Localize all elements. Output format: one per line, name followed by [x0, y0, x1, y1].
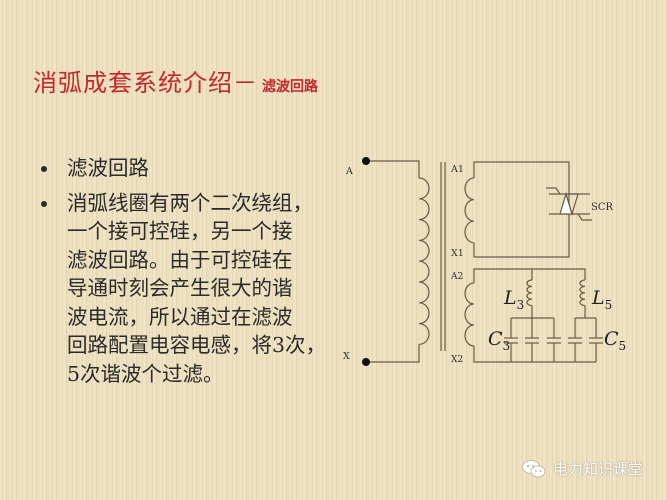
- label-l5: L5: [591, 287, 612, 312]
- bullet-item: 滤波回路: [38, 154, 338, 183]
- title-main: 消弧成套系统介绍－: [33, 69, 258, 97]
- label-c5: C5: [604, 328, 626, 353]
- label-x: X: [343, 351, 350, 362]
- bullet-dot-icon: [41, 200, 47, 207]
- bullet-list: 滤波回路 消弧线圈有两个二次绕组， 一个接可控硅，另一个接 滤波回路。由于可控硅…: [38, 154, 338, 394]
- watermark: 电力知识课堂: [521, 458, 643, 479]
- label-scr: SCR: [591, 202, 614, 213]
- bullet-text: 消弧线圈有两个二次绕组， 一个接可控硅，另一个接 滤波回路。由于可控硅在 导通时…: [67, 190, 327, 386]
- bullet-item: 消弧线圈有两个二次绕组， 一个接可控硅，另一个接 滤波回路。由于可控硅在 导通时…: [38, 189, 338, 389]
- capacitor: [525, 318, 539, 362]
- wechat-icon: [522, 459, 546, 477]
- capacitor: [589, 318, 603, 362]
- label-a: A: [345, 166, 353, 177]
- label-c3: C3: [488, 328, 510, 353]
- title-sub: 滤波回路: [262, 79, 318, 95]
- bullet-dot-icon: [41, 166, 47, 172]
- label-a2: A2: [450, 272, 463, 282]
- secondary-winding-2: [464, 268, 603, 363]
- capacitor: [568, 318, 582, 362]
- terminal-x-dot: [362, 358, 370, 366]
- label-x2: X2: [451, 355, 463, 365]
- watermark-text: 电力知识课堂: [553, 460, 644, 478]
- primary-winding: [366, 160, 430, 363]
- bullet-text: 滤波回路: [67, 156, 149, 180]
- secondary-winding-1: [464, 161, 570, 258]
- scr-symbol: [546, 187, 592, 221]
- label-l3: L3: [503, 287, 524, 312]
- label-x1: X1: [451, 248, 464, 259]
- terminal-a-dot: [362, 157, 370, 165]
- label-a1: A1: [450, 164, 464, 175]
- slide-title: 消弧成套系统介绍－滤波回路: [33, 63, 318, 98]
- capacitor: [547, 318, 561, 362]
- capacitor: [504, 318, 518, 362]
